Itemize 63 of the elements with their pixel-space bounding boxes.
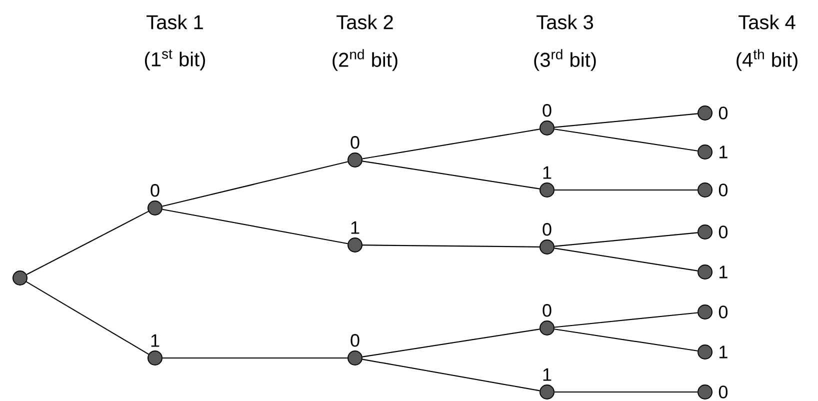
tree-node <box>698 304 712 320</box>
bit-label: 0 <box>150 184 160 197</box>
branch-line <box>26 210 149 276</box>
tree-node <box>698 224 712 240</box>
branch-line <box>554 248 698 272</box>
branch-line <box>362 328 540 358</box>
branch-line <box>362 244 540 248</box>
tree-node <box>540 320 554 336</box>
bit-label: 0 <box>718 184 728 196</box>
bit-label: 0 <box>350 334 360 347</box>
tree-node <box>348 152 362 168</box>
branch-line <box>554 128 698 152</box>
tree-node <box>540 240 554 254</box>
column-heading: (4$^{th}$ bit) <box>736 49 798 71</box>
bit-label: 0 <box>718 306 728 318</box>
bit-label: 1 <box>720 266 728 278</box>
column-heading: (2$^{nd}$ bit) <box>332 49 398 71</box>
bit-label: 1 <box>543 166 552 179</box>
column-heading: Task 2 <box>336 14 393 30</box>
bit-label: 1 <box>543 368 552 381</box>
tree-node <box>698 182 712 198</box>
branch-line <box>26 281 149 355</box>
bit-label: 0 <box>718 106 728 120</box>
bit-label: 0 <box>718 226 728 238</box>
column-heading: (1$^{st}$ bit) <box>144 50 206 70</box>
branch-line <box>554 328 698 352</box>
tree-node <box>148 350 162 366</box>
column-heading: (3$^{rd}$ bit) <box>534 49 596 71</box>
tree-node <box>540 384 554 400</box>
bit-label: 1 <box>351 221 360 234</box>
branch-line <box>554 391 698 393</box>
tree-node <box>698 144 712 160</box>
branch-line <box>362 160 540 190</box>
tree-node <box>148 200 162 216</box>
bit-label: 1 <box>151 334 160 347</box>
branch-line <box>362 128 540 160</box>
branch-line <box>554 113 698 128</box>
column-heading: Task 3 <box>536 14 593 30</box>
branch-line <box>162 357 348 359</box>
bit-label: 0 <box>718 386 728 398</box>
column-heading: Task 4 <box>738 14 796 30</box>
bit-label: 1 <box>720 346 728 358</box>
tree-node <box>348 238 362 252</box>
branch-line <box>162 161 348 207</box>
column-heading: Task 1 <box>146 14 203 30</box>
branch-line <box>162 208 348 244</box>
tree-node <box>698 106 712 120</box>
bit-label: 0 <box>542 223 552 236</box>
tree-node <box>698 384 712 400</box>
tree-node <box>698 264 712 280</box>
tree-node <box>348 350 362 366</box>
tree-node <box>540 182 554 198</box>
tree-node <box>12 270 28 286</box>
bit-label: 1 <box>720 146 728 158</box>
branch-line <box>554 232 698 247</box>
bit-label: 0 <box>542 104 552 117</box>
branch-line <box>362 358 540 392</box>
tree-node <box>540 120 554 136</box>
bit-label: 0 <box>350 136 360 149</box>
branch-line <box>554 189 698 191</box>
branch-line <box>554 312 698 328</box>
bit-label: 0 <box>542 304 552 317</box>
tree-node <box>698 344 712 360</box>
